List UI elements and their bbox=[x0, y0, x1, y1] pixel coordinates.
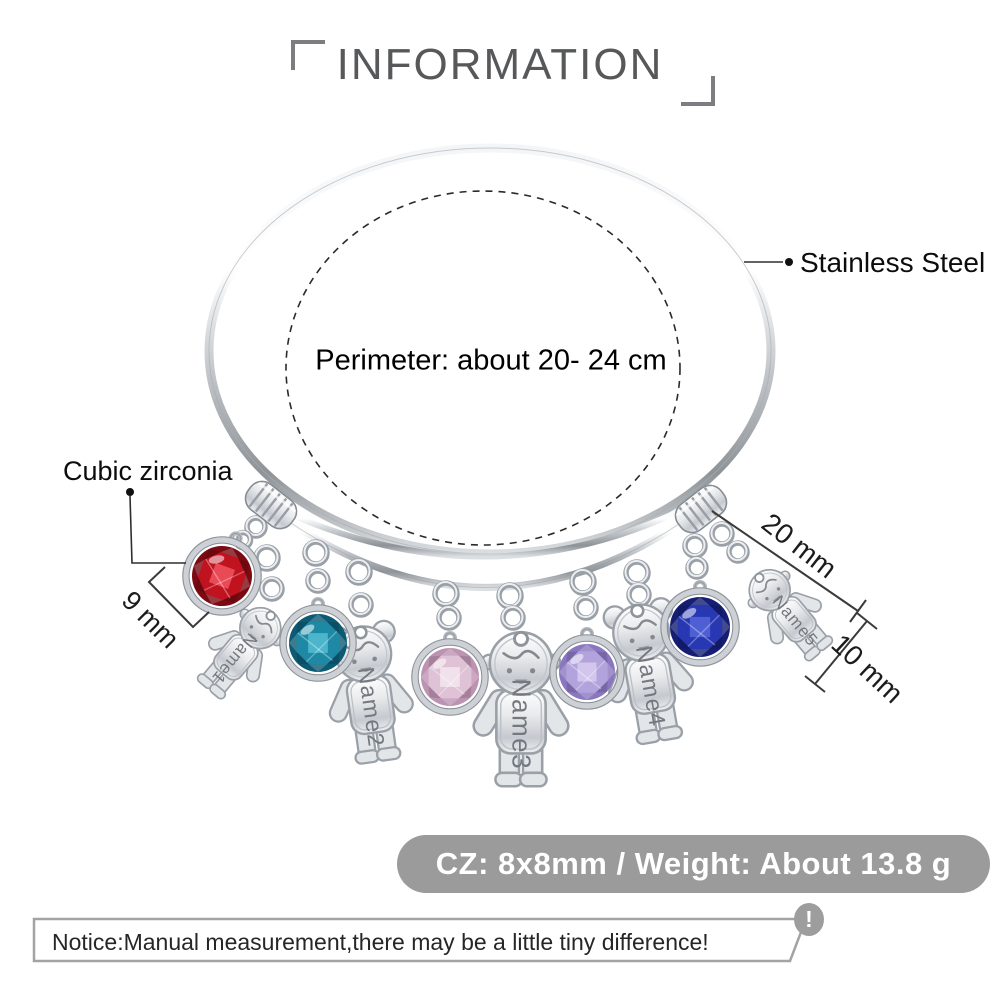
jump-ring bbox=[244, 515, 268, 539]
notice-box bbox=[32, 917, 808, 963]
birthstone-pink bbox=[411, 631, 489, 716]
birthstone-teal bbox=[279, 597, 357, 682]
jump-ring bbox=[436, 605, 462, 631]
charm-name-text: Name3 bbox=[506, 679, 536, 770]
dim-9mm-bracket bbox=[147, 566, 210, 629]
birthstone-blue bbox=[660, 580, 740, 667]
jump-ring bbox=[569, 568, 597, 596]
cubic-zirconia-leader-dot bbox=[126, 488, 134, 496]
birthstone-lavender bbox=[549, 627, 625, 710]
jump-ring bbox=[345, 558, 373, 586]
jump-ring bbox=[496, 582, 524, 610]
wire-coil bbox=[674, 484, 728, 534]
notice-text: Notice:Manual measurement,there may be a… bbox=[52, 929, 709, 955]
jump-ring bbox=[682, 533, 708, 559]
jump-ring bbox=[302, 539, 330, 567]
spec-banner-text: CZ: 8x8mm / Weight: About 13.8 g bbox=[435, 846, 952, 881]
jump-ring bbox=[259, 576, 285, 602]
annotation-lines bbox=[126, 258, 878, 693]
cubic-zirconia-label: Cubic zirconia bbox=[63, 456, 233, 486]
jump-ring bbox=[726, 540, 750, 564]
kid-charm-boy: Name3 bbox=[472, 630, 570, 788]
jump-ring bbox=[348, 592, 374, 618]
bangle-inner-strand bbox=[266, 499, 700, 560]
dim-10mm-tick-top bbox=[856, 612, 878, 630]
wire-coil bbox=[244, 480, 298, 530]
page-title: INFORMATION bbox=[336, 40, 664, 89]
title-bracket-right-icon bbox=[681, 76, 715, 106]
jump-ring bbox=[432, 580, 460, 608]
stainless-leader-dot bbox=[785, 258, 793, 266]
cubic-zirconia-leader-line bbox=[129, 495, 186, 564]
exclamation-mark: ! bbox=[805, 906, 813, 932]
stainless-steel-label: Stainless Steel bbox=[800, 247, 986, 278]
dim-10mm-line bbox=[814, 620, 868, 685]
dim-20mm-line bbox=[711, 510, 859, 612]
kid-charm-boy: Name5 bbox=[747, 568, 834, 662]
jump-ring bbox=[709, 521, 735, 547]
jump-ring bbox=[573, 595, 599, 621]
jump-ring bbox=[626, 582, 652, 608]
dim-10mm-tick-bottom bbox=[804, 675, 826, 693]
spec-banner: CZ: 8x8mm / Weight: About 13.8 g bbox=[397, 835, 990, 893]
dim-20mm-tick bbox=[849, 599, 867, 623]
jump-ring bbox=[500, 605, 526, 631]
exclamation-badge-icon: ! bbox=[794, 903, 824, 936]
jump-ring bbox=[305, 568, 331, 594]
title-bracket-left-icon bbox=[291, 40, 325, 70]
jump-ring bbox=[685, 556, 709, 580]
jump-ring bbox=[623, 559, 651, 587]
birthstone-red bbox=[182, 531, 262, 616]
kid-charm-boy: Name1 bbox=[196, 606, 283, 700]
perimeter-dashed-ellipse bbox=[285, 190, 681, 546]
perimeter-label: Perimeter: about 20- 24 cm bbox=[315, 344, 667, 377]
